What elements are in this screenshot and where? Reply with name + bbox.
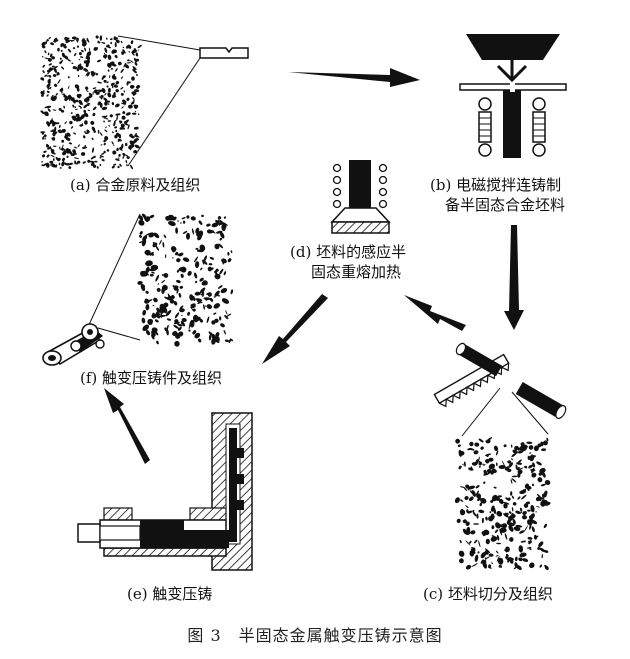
label-b-line2: 备半固态合金坯料: [445, 196, 566, 214]
label-b-line1: (b) 电磁搅拌连铸制: [430, 176, 562, 194]
arrow-d-to-f: [262, 294, 328, 364]
label-a: (a) 合金原料及组织: [70, 176, 201, 194]
arrow-b-to-c: [504, 225, 524, 330]
label-d-line1: (d) 坯料的感应半: [290, 243, 407, 261]
micrograph-f: [81, 212, 234, 347]
alloy-ingot: [199, 47, 249, 59]
figure-caption: 图 3 半固态金属触变压铸示意图: [187, 626, 443, 645]
die-casting-machine: [77, 412, 253, 571]
induction-heater: [330, 160, 391, 234]
arrow-a-to-b: [288, 68, 420, 87]
micrograph-c: [454, 437, 551, 571]
thixocast-part: [42, 323, 105, 366]
stirrer-coil-left: [478, 97, 492, 157]
label-c: (c) 坯料切分及组织: [423, 585, 553, 603]
label-e: (e) 触变压铸: [127, 585, 213, 603]
label-f: (f) 触变压铸件及组织: [80, 369, 223, 387]
label-d-line2: 固态重熔加热: [311, 263, 402, 281]
billet-cutting: [433, 342, 567, 437]
arrow-e-to-f: [104, 388, 150, 464]
micrograph-a: [40, 35, 201, 170]
arrow-c-to-d: [404, 295, 466, 331]
electromagnetic-caster: [459, 34, 567, 158]
stirrer-coil-right: [532, 97, 546, 157]
